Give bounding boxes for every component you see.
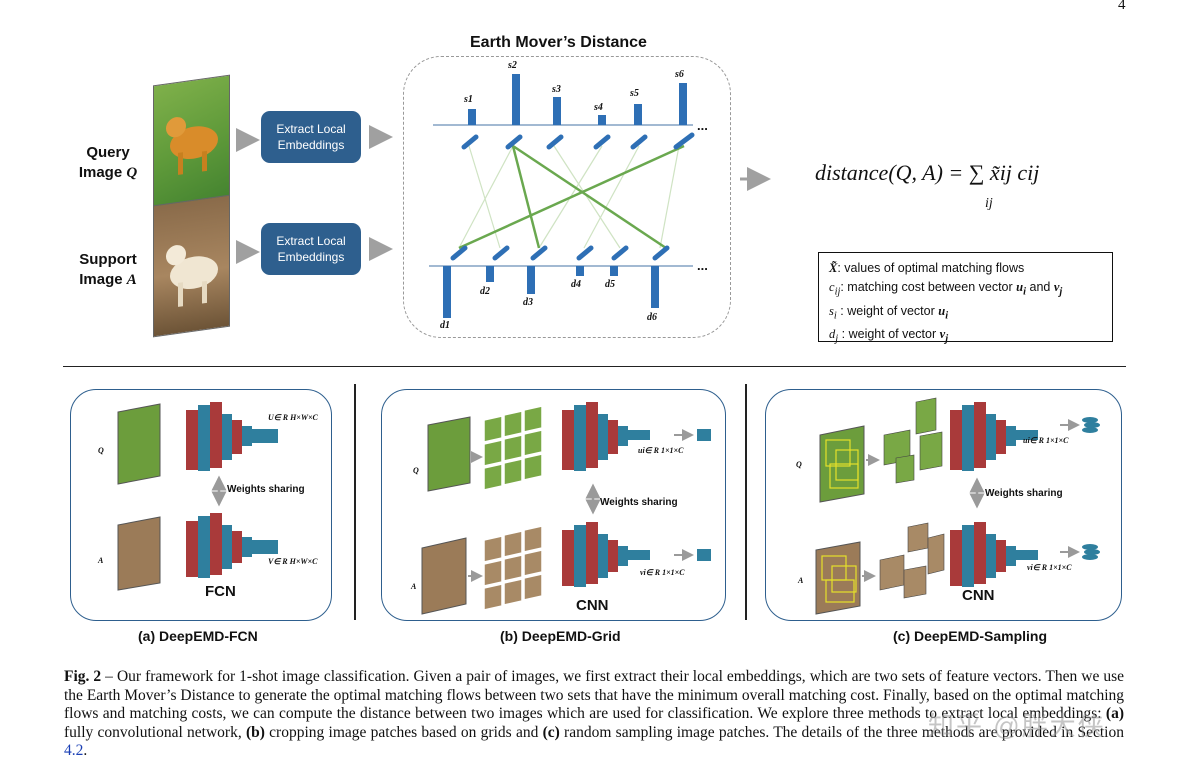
figure-caption: Fig. 2 – Our framework for 1-shot image … bbox=[64, 668, 1124, 759]
grid-top-feature: ui∈ R 1×1×C bbox=[638, 446, 684, 455]
grid-net-name: CNN bbox=[576, 597, 609, 614]
query-image-label: Query Image Q bbox=[78, 144, 138, 181]
grid-a-label: A bbox=[411, 582, 417, 591]
label-s2: s2 bbox=[508, 60, 517, 71]
grid-bottom-vector bbox=[697, 549, 711, 561]
fcn-top-feature: U∈ R H×W×C bbox=[268, 413, 318, 422]
extract-local-embeddings-query: Extract Local Embeddings bbox=[261, 111, 361, 163]
label-s3: s3 bbox=[552, 84, 561, 95]
weight-bar-d3 bbox=[527, 266, 535, 294]
sampling-a-label: A bbox=[798, 576, 804, 585]
weight-bar-d1 bbox=[443, 266, 451, 318]
weight-bar-s3 bbox=[553, 97, 561, 125]
label-s4: s4 bbox=[594, 102, 603, 113]
label-d4: d4 bbox=[571, 279, 581, 290]
sampling-bottom-cnn bbox=[950, 522, 1038, 587]
grid-support-photo bbox=[421, 537, 467, 615]
query-dog-photo bbox=[153, 74, 230, 223]
caption-grid: (b) DeepEMD-Grid bbox=[500, 628, 621, 644]
weight-bar-d2 bbox=[486, 266, 494, 282]
emd-box bbox=[403, 56, 731, 338]
label-d1: d1 bbox=[440, 320, 450, 331]
fcn-bottom-feature: V∈ R H×W×C bbox=[268, 557, 318, 566]
panel-separator-1 bbox=[354, 384, 356, 620]
sampling-bottom-vectors bbox=[1082, 544, 1100, 560]
panel-separator-2 bbox=[745, 384, 747, 620]
weight-bar-d4 bbox=[576, 266, 584, 276]
legend-line-c: cij: matching cost between vector ui and… bbox=[829, 280, 1063, 298]
fcn-bottom-cnn bbox=[186, 513, 278, 578]
label-s1: s1 bbox=[464, 94, 473, 105]
extract-local-embeddings-support: Extract Local Embeddings bbox=[261, 223, 361, 275]
label-d6: d6 bbox=[647, 312, 657, 323]
grid-q-label: Q bbox=[413, 466, 419, 475]
top-ellipsis: ... bbox=[697, 118, 708, 133]
legend-line-d: dj : weight of vector vj bbox=[829, 327, 949, 345]
label-d2: d2 bbox=[480, 286, 490, 297]
caption-sampling: (c) DeepEMD-Sampling bbox=[893, 628, 1048, 644]
weight-bar-s5 bbox=[634, 104, 642, 125]
query-dog-drawing bbox=[166, 117, 218, 175]
sampling-support-photo bbox=[815, 541, 861, 615]
weight-bar-d5 bbox=[610, 266, 618, 276]
weight-bar-s4 bbox=[598, 115, 606, 125]
grid-query-patches bbox=[483, 405, 543, 491]
grid-top-cnn bbox=[562, 402, 650, 471]
support-dog-photo bbox=[153, 194, 230, 338]
page-number: 4 bbox=[1118, 0, 1126, 13]
sampling-top-feature: ui∈ R 1×1×C bbox=[1023, 436, 1069, 445]
grid-bottom-feature: vi∈ R 1×1×C bbox=[640, 568, 685, 577]
sampling-q-label: Q bbox=[796, 460, 802, 469]
legend-line-s: si : weight of vector ui bbox=[829, 303, 949, 322]
bottom-ellipsis: ... bbox=[697, 258, 708, 273]
support-dog-drawing bbox=[166, 245, 218, 307]
grid-top-vector bbox=[697, 429, 711, 441]
top-vectors bbox=[461, 132, 695, 150]
support-image-label: Support Image A bbox=[79, 251, 137, 288]
bottom-vectors bbox=[450, 245, 670, 261]
legend-line-x: X̃: values of optimal matching flows bbox=[829, 261, 1025, 275]
sampling-bottom-feature: vi∈ R 1×1×C bbox=[1027, 563, 1072, 572]
caption-fcn: (a) DeepEMD-FCN bbox=[138, 628, 258, 644]
sampling-support-patches bbox=[879, 522, 945, 599]
fcn-net-name: FCN bbox=[205, 583, 236, 600]
sampling-weights-sharing: Weights sharing bbox=[985, 488, 1063, 499]
emd-title: Earth Mover’s Distance bbox=[470, 34, 647, 51]
section-link[interactable]: 4.2 bbox=[64, 742, 84, 759]
formula-subscript: ij bbox=[985, 196, 993, 211]
label-s5: s5 bbox=[630, 88, 639, 99]
fcn-a-label: A bbox=[98, 556, 104, 565]
sampling-top-cnn bbox=[950, 402, 1038, 471]
label-s6: s6 bbox=[675, 69, 684, 80]
emd-graphic bbox=[236, 74, 771, 318]
weight-bar-s6 bbox=[679, 83, 687, 125]
label-d5: d5 bbox=[605, 279, 615, 290]
optimal-flows bbox=[458, 144, 685, 250]
watermark: 知乎 @胖大侠 bbox=[928, 711, 1106, 741]
sampling-query-boxes bbox=[825, 439, 859, 489]
section-divider bbox=[63, 366, 1126, 367]
grid-query-photo bbox=[427, 416, 471, 492]
fcn-q-label: Q bbox=[98, 446, 104, 455]
label-d3: d3 bbox=[523, 297, 533, 308]
legend-box: X̃: values of optimal matching flows cij… bbox=[818, 252, 1113, 345]
fcn-support-photo bbox=[117, 516, 161, 591]
fcn-top-cnn bbox=[186, 402, 278, 471]
fcn-weights-sharing: Weights sharing bbox=[227, 484, 305, 495]
weight-bar-s2 bbox=[512, 74, 520, 125]
panels-graphic bbox=[117, 397, 1100, 615]
weight-bar-s1 bbox=[468, 109, 476, 125]
sampling-top-vectors bbox=[1082, 417, 1100, 433]
grid-support-patches bbox=[483, 525, 543, 611]
grid-weights-sharing: Weights sharing bbox=[600, 497, 678, 508]
sampling-net-name: CNN bbox=[962, 587, 995, 604]
sampling-query-patches bbox=[883, 397, 943, 484]
distance-formula: distance(Q, A) = ∑ x̃ij cij bbox=[815, 160, 1040, 185]
weight-bar-d6 bbox=[651, 266, 659, 308]
sampling-support-boxes bbox=[821, 555, 857, 603]
fcn-query-photo bbox=[117, 403, 161, 485]
grid-bottom-cnn bbox=[562, 522, 650, 587]
